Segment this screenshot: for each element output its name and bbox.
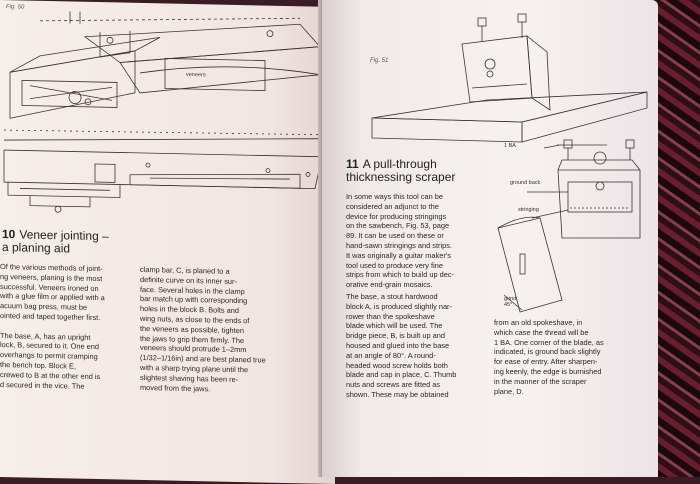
right-column-2: from an old spokeshave, in which case th…	[494, 318, 604, 396]
right-column-1: The base, a stout hardwood block A, is p…	[346, 292, 457, 399]
scraper-drawing	[371, 13, 648, 313]
right-heading-number: 11	[346, 157, 359, 171]
right-heading-line2: thicknessing scraper	[346, 170, 456, 184]
right-intro-text: In some ways this tool can be considered…	[346, 192, 455, 290]
left-column-1: Of the various methods of joint- ng vene…	[0, 262, 105, 391]
left-heading-line2: a planing aid	[2, 240, 71, 256]
right-heading-line1: A pull-through	[362, 157, 437, 171]
right-fig-label: Fig. 51	[370, 58, 389, 64]
left-column-2: clamp bar, C, is planed to a definite cu…	[140, 264, 266, 393]
veneer-jig-drawing	[3, 11, 326, 213]
label-stringing: stringing	[518, 207, 539, 213]
label-1ba: 1 BA	[504, 143, 516, 149]
right-page: Fig. 51 1 BA ground back stringing	[322, 0, 658, 477]
label-ground-back: ground back	[510, 180, 541, 186]
left-drawing-label: veneers	[186, 71, 206, 79]
label-grind-angle: grind 45°	[504, 296, 517, 308]
